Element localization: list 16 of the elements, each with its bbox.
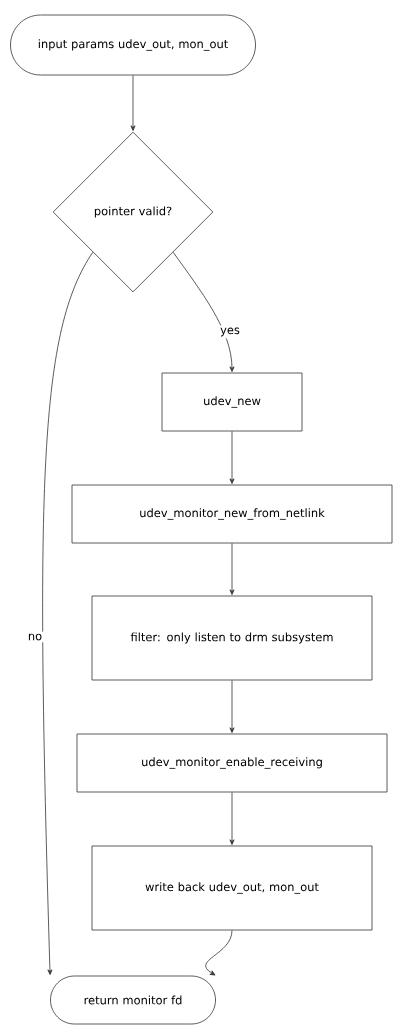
process-box: udev_monitor_new_from_netlink [71,484,393,544]
arrow [229,431,235,484]
arrow [229,543,235,595]
process-box: udev_monitor_enable_receiving [76,733,388,793]
arrow [172,251,235,372]
terminal-box: input params udev_out, mon_out [10,14,256,76]
arrow [205,930,233,976]
arrow [130,75,136,131]
process-box: write back udev_out, mon_out [91,845,373,931]
process-box: udev_new [161,372,303,432]
terminal-box: return monitor fd [50,975,216,1025]
arrow [229,680,235,733]
process-box: filter: only listen to drm subsystem [91,595,373,681]
arrow [42,251,94,975]
edge-label: no [25,631,45,643]
arrow [229,792,235,845]
